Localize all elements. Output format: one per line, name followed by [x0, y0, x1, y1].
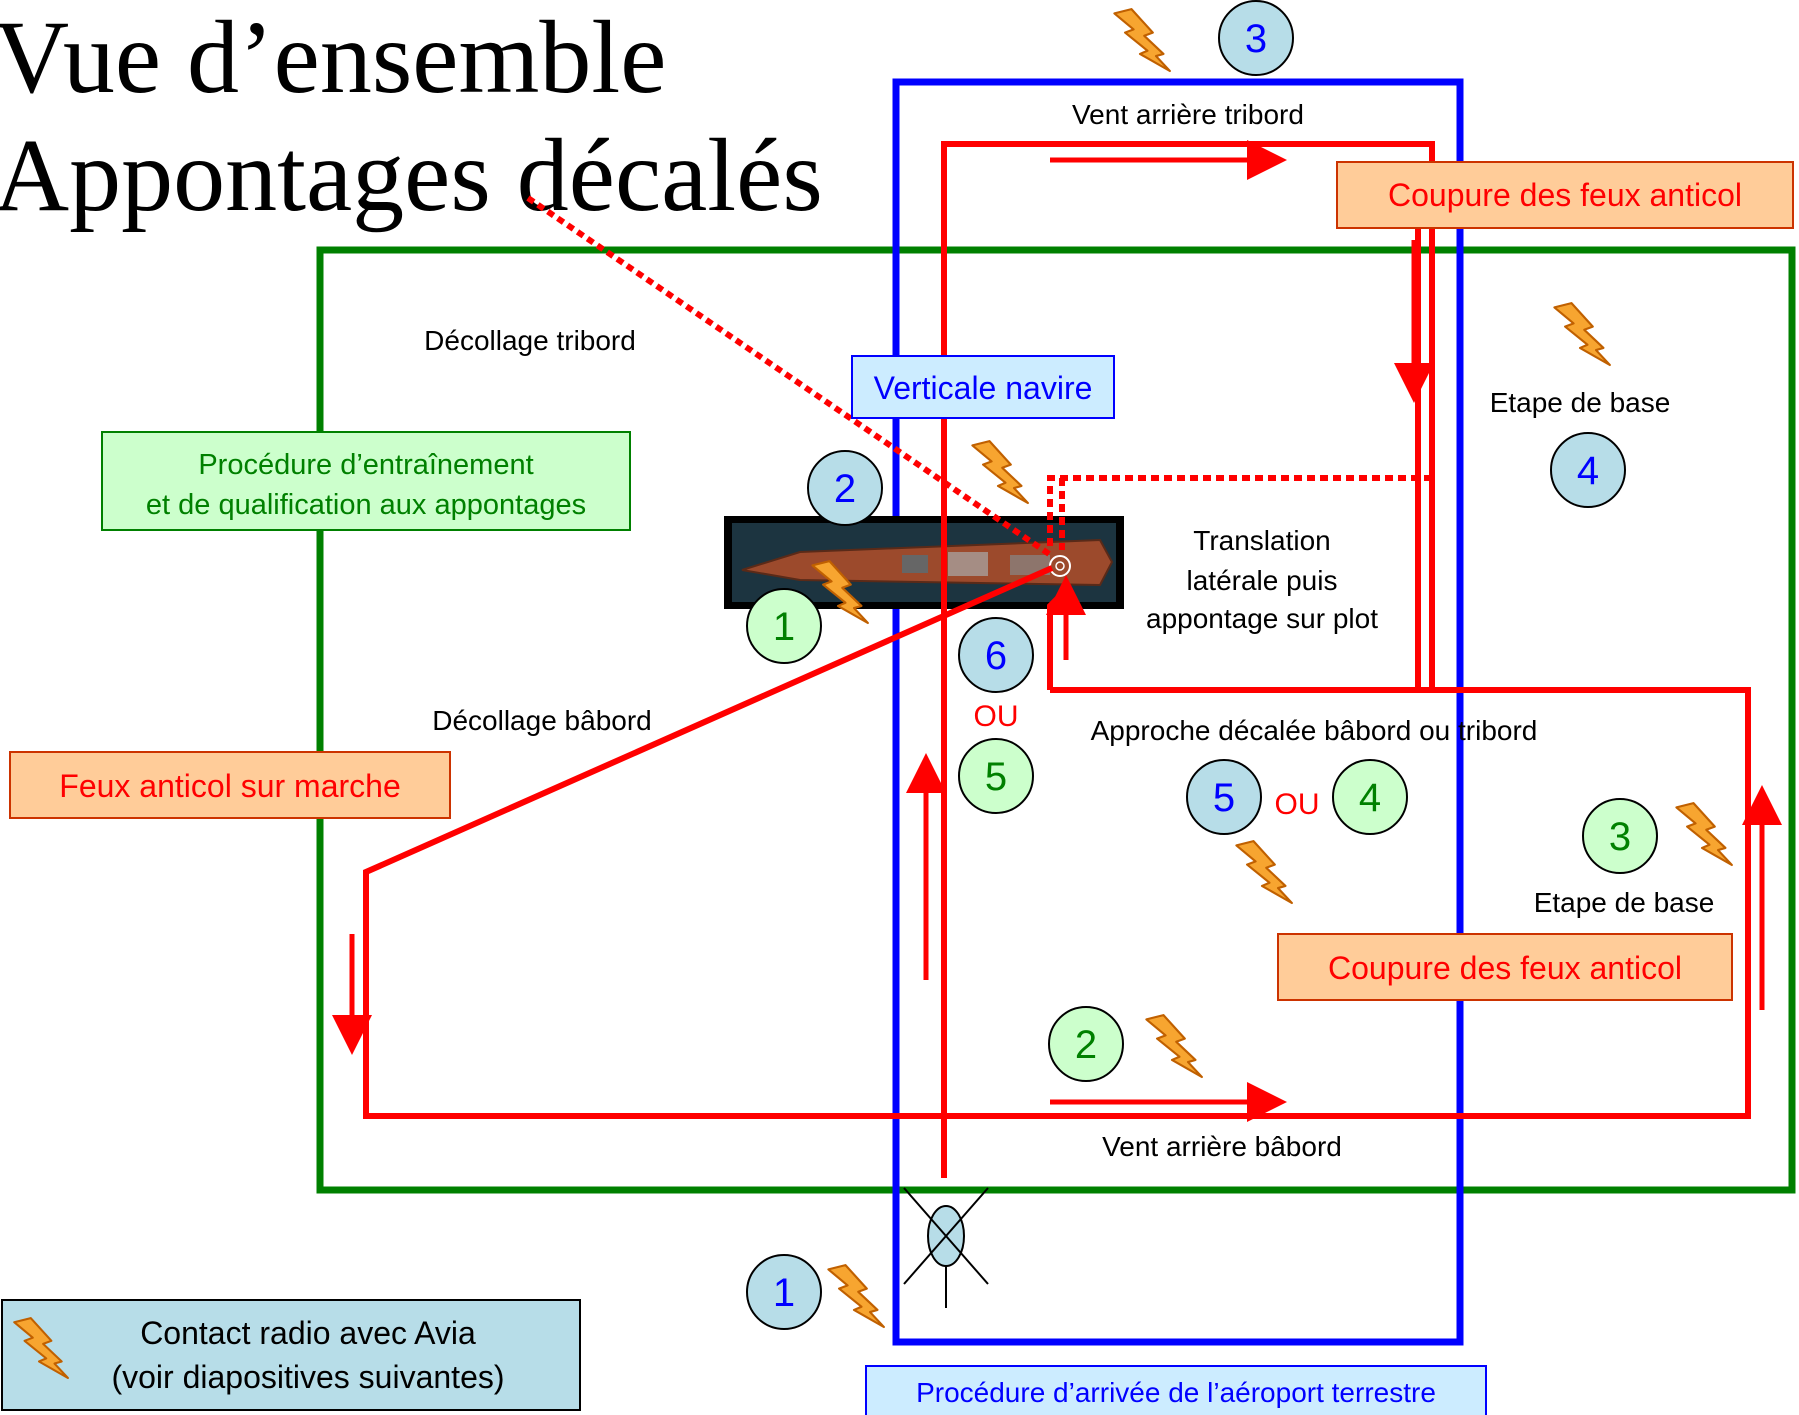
- path-ship-approach: [1047, 593, 1063, 690]
- training-circuit-box: [316, 246, 1796, 1194]
- step-circle-blue-4-right: 4: [1550, 432, 1626, 508]
- label-decollage-babord: Décollage bâbord: [432, 705, 652, 736]
- lightning-icon: [971, 439, 1030, 505]
- svg-text:Feux anticol sur marche: Feux anticol sur marche: [59, 768, 400, 804]
- path-babord-circuit: [363, 565, 1751, 1119]
- svg-text:3: 3: [1245, 17, 1267, 61]
- label-approche-decalee: Approche décalée bâbord ou tribord: [1091, 715, 1538, 746]
- step-circle-blue-5-center: 5: [1186, 759, 1262, 835]
- svg-text:Coupure des feux anticol: Coupure des feux anticol: [1328, 950, 1682, 986]
- path-lateral-translation: [1047, 475, 1432, 550]
- airport-beacon-icon: [903, 1187, 989, 1308]
- lightning-icon: [1145, 1013, 1204, 1079]
- arrival-circuit-box: [892, 78, 1464, 1346]
- svg-text:Coupure des feux anticol: Coupure des feux anticol: [1388, 177, 1742, 213]
- label-ou-right: OU: [1275, 788, 1320, 821]
- svg-text:1: 1: [773, 1271, 795, 1315]
- step-circle-green-1-ship: 1: [746, 588, 822, 664]
- svg-text:et de qualification aux appont: et de qualification aux appontages: [146, 489, 586, 521]
- svg-text:2: 2: [1075, 1023, 1097, 1067]
- lightning-icon: [1235, 839, 1294, 905]
- svg-text:Verticale navire: Verticale navire: [874, 370, 1093, 406]
- box-feux-marche: Feux anticol sur marche: [9, 751, 451, 819]
- svg-text:4: 4: [1577, 449, 1599, 493]
- box-procedure-arrivee: Procédure d’arrivée de l’aéroport terres…: [865, 1365, 1487, 1415]
- dotted-reference-line: [526, 195, 1054, 559]
- step-circle-green-4-center: 4: [1332, 759, 1408, 835]
- lightning-icon: [1113, 7, 1172, 73]
- label-ou-center: OU: [974, 700, 1019, 733]
- svg-text:5: 5: [985, 755, 1007, 799]
- step-circle-blue-3-top: 3: [1218, 0, 1294, 76]
- legend-line-2: (voir diapositives suivantes): [111, 1359, 504, 1395]
- box-procedure-entrainement: Procédure d’entraînement et de qualifica…: [101, 431, 631, 531]
- svg-text:6: 6: [985, 634, 1007, 678]
- lightning-icon: [1675, 801, 1734, 867]
- step-circles: 3 2 4 6 5 1 1 5 4 3 2: [746, 0, 1658, 1330]
- svg-text:2: 2: [834, 467, 856, 511]
- label-vent-arriere-babord: Vent arrière bâbord: [1102, 1131, 1342, 1162]
- svg-text:5: 5: [1213, 776, 1235, 820]
- label-translation-2: latérale puis: [1187, 565, 1338, 596]
- label-etape-base-bottom: Etape de base: [1534, 887, 1715, 918]
- label-vent-arriere-tribord: Vent arrière tribord: [1072, 99, 1304, 130]
- box-coupure-top: Coupure des feux anticol: [1336, 161, 1794, 229]
- step-circle-blue-1-bottom: 1: [746, 1254, 822, 1330]
- step-circle-green-3-right: 3: [1582, 798, 1658, 874]
- label-decollage-tribord: Décollage tribord: [424, 325, 636, 356]
- svg-text:1: 1: [773, 605, 795, 649]
- lightning-icon: [1553, 301, 1612, 367]
- step-circle-green-5-center: 5: [958, 738, 1034, 814]
- step-circle-green-2-bottom: 2: [1048, 1006, 1124, 1082]
- label-translation-1: Translation: [1193, 525, 1330, 556]
- step-circle-blue-6-center: 6: [958, 617, 1034, 693]
- step-circle-blue-2-ship: 2: [807, 450, 883, 526]
- svg-text:4: 4: [1359, 776, 1381, 820]
- legend-line-1: Contact radio avec Avia: [140, 1315, 476, 1351]
- legend: Contact radio avec Avia (voir diapositiv…: [1, 1299, 581, 1411]
- box-verticale-navire: Verticale navire: [851, 355, 1115, 419]
- box-coupure-bottom: Coupure des feux anticol: [1277, 933, 1733, 1001]
- title-line-2: Appontages décalés: [0, 118, 823, 233]
- svg-text:Procédure d’arrivée de l’aérop: Procédure d’arrivée de l’aéroport terres…: [916, 1377, 1436, 1408]
- lightning-icon: [827, 1263, 886, 1329]
- label-translation-3: appontage sur plot: [1146, 603, 1378, 634]
- title-line-1: Vue d’ensemble: [0, 0, 666, 115]
- path-tribord-circuit: [941, 141, 1435, 1178]
- label-etape-base-top: Etape de base: [1490, 387, 1671, 418]
- svg-text:Procédure d’entraînement: Procédure d’entraînement: [198, 449, 533, 481]
- svg-text:3: 3: [1609, 815, 1631, 859]
